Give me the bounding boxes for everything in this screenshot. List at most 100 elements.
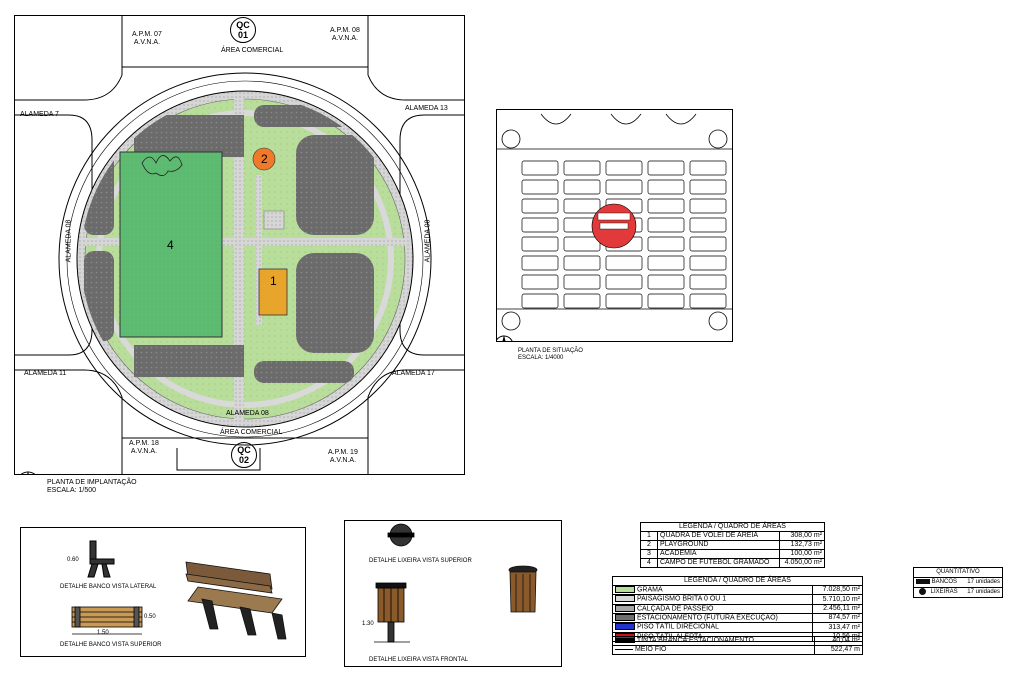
legend-area-num: 3 xyxy=(640,549,658,559)
city-block xyxy=(689,179,727,195)
bench-depth-dim: 0.50 xyxy=(144,614,156,620)
swatch-white-paint xyxy=(615,637,635,643)
bin-detail-drawing xyxy=(374,523,538,643)
legend-area-num: 1 xyxy=(640,531,658,541)
site-plan-scale: ESCALA: 1/500 xyxy=(47,487,97,494)
qc-01-line1: QC xyxy=(236,20,250,30)
city-block xyxy=(647,217,685,233)
city-block xyxy=(521,293,559,309)
apm-07-line2: A.V.N.A. xyxy=(133,39,161,46)
legend-material-name: PISO TÁTIL DIRECIONAL xyxy=(636,623,720,631)
legend-line-value: 40,04 m² xyxy=(814,636,863,646)
bench-side-label: DETALHE BANCO VISTA LATERAL xyxy=(60,584,157,590)
bin-icon xyxy=(919,588,926,595)
legend-material-value: 2.456,11 m² xyxy=(811,603,864,615)
city-block xyxy=(647,293,685,309)
quantitativo-value: 17 unidades xyxy=(967,579,1000,585)
alameda-08-left-label: ALAMEDA 08 xyxy=(65,219,73,263)
city-block xyxy=(689,198,727,214)
legend-material-name: CALÇADA DE PASSEIO xyxy=(636,605,714,613)
marker-2: 2 xyxy=(261,152,268,166)
bench-side-view xyxy=(87,540,115,578)
bin-height-dim: 1.30 xyxy=(362,621,374,627)
city-block xyxy=(521,274,559,290)
bin-detail-frame xyxy=(344,520,562,667)
city-block xyxy=(689,160,727,176)
legend-material-value: 874,57 m² xyxy=(811,613,864,624)
city-block xyxy=(521,198,559,214)
alameda-08-right-label: ALAMEDA 08 xyxy=(424,219,432,263)
legend-area-name: PLAYGROUND xyxy=(657,540,780,550)
apm-18-line1: A.P.M. 18 xyxy=(129,440,159,447)
city-block xyxy=(647,160,685,176)
bin-top-label: DETALHE LIXEIRA VISTA SUPERIOR xyxy=(369,558,472,564)
qc-02-line1: QC xyxy=(237,445,251,455)
alameda-7-label: ALAMEDA 7 xyxy=(20,111,59,118)
apm-18-line2: A.V.N.A. xyxy=(130,448,158,455)
legend-area-value: 100,00 m² xyxy=(778,549,826,559)
quantitativo-value: 17 unidades xyxy=(967,589,1000,595)
apm-08-line1: A.P.M. 08 xyxy=(330,27,360,34)
legend-material-value: 313,47 m² xyxy=(811,622,864,633)
city-block xyxy=(647,236,685,252)
legend-line-name: TINTA BRANCA ESTACIONAMENTO xyxy=(636,637,754,644)
block-outlines xyxy=(14,15,465,475)
bench-height-dim: 0.60 xyxy=(67,557,79,563)
apm-19-line1: A.P.M. 19 xyxy=(328,449,358,456)
legend-area-name: ACADEMIA xyxy=(657,549,780,559)
city-block xyxy=(647,179,685,195)
legend-material-value: 5.710,10 m² xyxy=(811,594,864,605)
legend-area-name: CAMPO DE FUTEBOL GRAMADO xyxy=(657,558,780,568)
table-row: PISO TÁTIL DIRECIONAL 313,47 m² xyxy=(612,622,864,633)
north-arrow-situation xyxy=(496,335,514,342)
legend-area-num: 4 xyxy=(640,558,658,568)
bench-top-label: DETALHE BANCO VISTA SUPERIOR xyxy=(60,642,162,648)
swatch-grass xyxy=(615,586,635,593)
legend-materials-title: LEGENDA / QUADRO DE ÁREAS xyxy=(612,576,863,586)
swatch-parking xyxy=(615,614,635,622)
table-row: ESTACIONAMENTO (FUTURA EXECUÇÃO)874,57 m… xyxy=(612,613,864,624)
city-block xyxy=(605,274,643,290)
bin-top-view xyxy=(387,523,415,547)
city-block xyxy=(563,179,601,195)
quantitativo-title: QUANTITATIVO xyxy=(914,568,1002,578)
area-comercial-bottom-label: ÁREA COMERCIAL xyxy=(220,429,283,436)
city-block xyxy=(521,236,559,252)
site-plan-frame xyxy=(14,15,465,475)
qc-02-line2: 02 xyxy=(238,455,249,465)
qc-01-line2: 01 xyxy=(237,30,248,40)
bench-3d-view xyxy=(185,561,287,640)
situation-plan-title: PLANTA DE SITUAÇÃO xyxy=(518,348,583,354)
swatch-tactile-directional xyxy=(615,623,635,631)
bin-front-view xyxy=(374,582,410,643)
city-block xyxy=(689,236,727,252)
site-plan-title: PLANTA DE IMPLANTAÇÃO xyxy=(47,479,137,486)
legend-area-value: 308,00 m² xyxy=(778,531,826,541)
alameda-08-bottom-label: ALAMEDA 08 xyxy=(226,410,269,417)
city-block xyxy=(521,255,559,271)
legend-area-num: 2 xyxy=(640,540,658,550)
site-plan-drawing xyxy=(14,15,465,475)
area-comercial-top-label: ÁREA COMERCIAL xyxy=(221,47,284,54)
legend-line-value: 522,47 m xyxy=(814,645,863,655)
apm-07-line1: A.P.M. 07 xyxy=(132,31,162,38)
quantitativo-name: LIXEIRAS xyxy=(930,589,958,596)
alameda-13-label: ALAMEDA 13 xyxy=(405,105,448,112)
city-block xyxy=(521,160,559,176)
legend-areas-title: LEGENDA / QUADRO DE ÁREAS xyxy=(640,522,825,532)
quantitativo-name: BANCOS xyxy=(931,579,958,585)
city-block xyxy=(563,160,601,176)
bin-3d-view xyxy=(508,565,538,613)
bench-width-dim: 1.50 xyxy=(97,630,109,636)
city-block xyxy=(647,198,685,214)
city-block xyxy=(647,274,685,290)
